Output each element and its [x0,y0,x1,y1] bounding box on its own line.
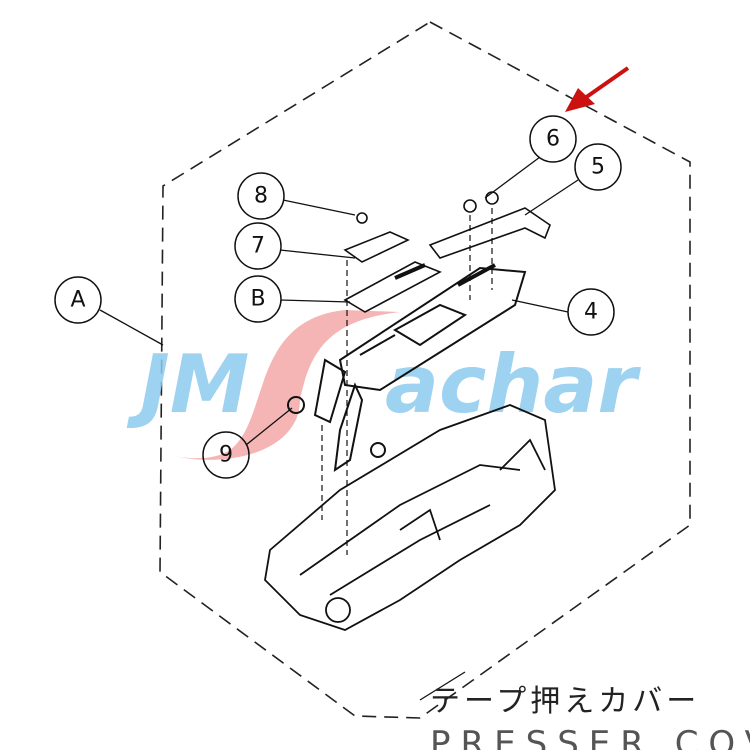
svg-text:7: 7 [251,234,265,259]
callout-4: 4 [567,288,615,336]
callout-6: 6 [529,115,577,163]
assembly-boundary [159,21,691,719]
svg-text:5: 5 [591,155,605,180]
svg-text:6: 6 [546,127,560,152]
svg-text:A: A [70,288,85,313]
red-arrow-icon [565,66,630,112]
svg-text:B: B [250,287,265,312]
leader-lines [99,156,579,701]
caption-english: PRESSER COV [430,724,750,750]
part-presser-cover [338,263,527,392]
callout-9: 9 [202,431,250,479]
watermark: JM achar [126,310,641,460]
callout-8: 8 [237,172,285,220]
svg-text:8: 8 [254,184,268,209]
callout-a: A [54,276,102,324]
svg-text:9: 9 [219,443,233,468]
part-plate-5 [428,191,551,259]
svg-text:4: 4 [584,300,598,325]
part-main-body [264,404,556,631]
caption-japanese: テープ押えカバー [430,684,701,719]
callout-5: 5 [574,143,622,191]
callout-b: B [234,275,282,323]
part-bracket [287,358,386,473]
watermark-text-left: JM [126,338,249,431]
callout-7: 7 [234,222,282,270]
watermark-text-right: achar [385,338,641,431]
assembly-lines [321,208,493,555]
part-plates-7-b [343,212,442,313]
